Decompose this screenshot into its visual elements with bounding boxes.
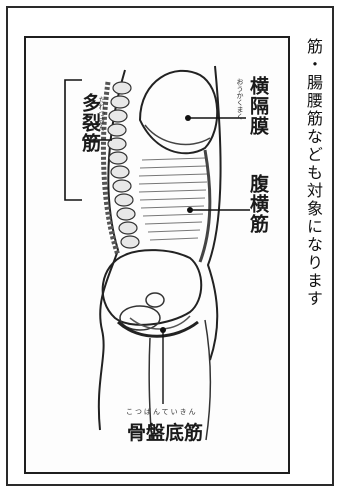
- multifidus-bracket: [64, 79, 82, 201]
- diaphragm-dome: [138, 69, 219, 155]
- figure-panel: [24, 36, 290, 474]
- multifidus-label: 多裂筋: [79, 93, 101, 153]
- multifidus-muscle: [100, 81, 121, 256]
- diaphragm-label: 横隔膜: [247, 76, 269, 136]
- page-frame: [6, 6, 334, 486]
- pelvis: [101, 249, 203, 326]
- pelvic-floor-reading: こつばんていきん: [126, 408, 198, 416]
- pelvic-floor-muscle: [116, 320, 199, 338]
- abdominal-muscle: [138, 157, 208, 241]
- multifidus-reading: たれつきん: [98, 96, 106, 131]
- back-outline: [206, 65, 222, 361]
- side-caption: 筋・腸腰筋なども対象になります: [304, 38, 323, 308]
- transversus-label: 腹横筋: [247, 174, 269, 234]
- pelvic-floor-label: 骨盤底筋: [127, 422, 204, 444]
- spine: [107, 81, 140, 249]
- diaphragm-reading: おうかくまく: [236, 78, 244, 120]
